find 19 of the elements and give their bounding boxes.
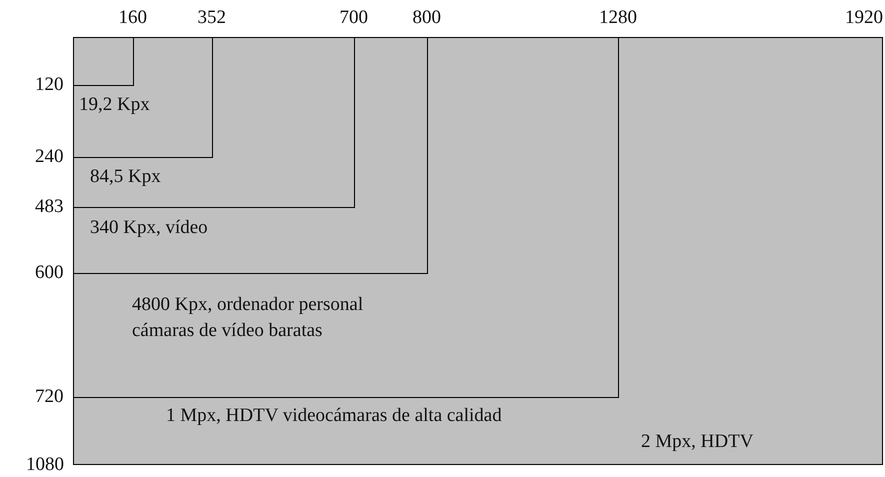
tick-label: 600 — [35, 263, 64, 283]
tick-label: 1080 — [26, 455, 64, 475]
tick-label: 120 — [35, 75, 64, 95]
tick-label: 160 — [118, 8, 147, 28]
resolution-box — [73, 37, 883, 465]
tick-label: 800 — [412, 8, 441, 28]
tick-label: 700 — [340, 8, 368, 28]
tick-label: 1280 — [599, 8, 637, 28]
resolution-label: 340 Kpx, vídeo — [90, 216, 209, 240]
tick-label: 483 — [35, 197, 64, 217]
tick-label: 352 — [198, 8, 226, 28]
resolution-label: 19,2 Kpx — [79, 93, 151, 117]
tick-label: 720 — [35, 387, 64, 407]
resolution-label: 84,5 Kpx — [90, 165, 162, 189]
tick-label: 1920 — [845, 8, 883, 28]
resolution-label: 4800 Kpx, ordenador personal cámaras de vídeo baratas — [132, 293, 364, 343]
resolution-label: 1 Mpx, HDTV videocámaras de alta calidad — [166, 404, 503, 428]
resolution-label: 2 Mpx, HDTV — [641, 430, 754, 454]
tick-label: 240 — [35, 147, 64, 167]
